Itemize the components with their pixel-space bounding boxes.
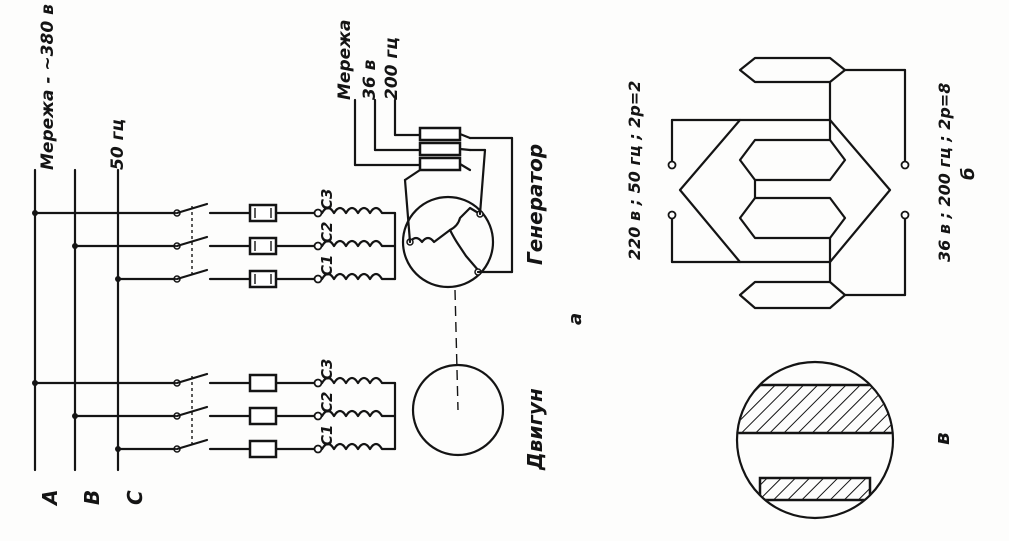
label-phase-a: A — [38, 489, 62, 505]
label-network-main: Мережа - ~380 в — [38, 4, 58, 170]
supply-bus — [33, 168, 120, 472]
shaft-line — [454, 289, 459, 411]
label-c2-top: C2 — [318, 221, 336, 243]
label-winding-left: 220 в ; 50 гц ; 2р=2 — [625, 80, 644, 260]
label-motor: Двигун — [523, 388, 547, 470]
rotor-section — [735, 360, 895, 520]
label-generator: Генератор — [523, 143, 547, 265]
label-phase-b: B — [80, 489, 104, 505]
label-small-network-freq: 200 гц — [382, 37, 402, 100]
label-phase-c: C — [123, 490, 147, 505]
label-c1-top: C1 — [318, 254, 336, 276]
label-small-network-voltage: 36 в — [360, 59, 380, 100]
switch-blade — [175, 235, 209, 248]
label-winding-right: 36 в ; 200 гц ; 2р=8 — [935, 82, 954, 262]
label-fig-b: б — [958, 167, 979, 180]
generator — [401, 136, 514, 289]
fuse-1 — [248, 203, 278, 223]
label-c1-bot: C1 — [318, 424, 336, 446]
label-c3-bot: C3 — [318, 358, 336, 380]
label-small-network-title: Мережа — [335, 19, 355, 100]
label-fig-a: а — [565, 312, 586, 325]
motor-circle — [411, 363, 505, 457]
winding-diagram — [667, 56, 910, 310]
fuse-3 — [248, 269, 278, 289]
small-network-terminals — [353, 98, 472, 172]
label-c3-top: C3 — [318, 188, 336, 210]
label-c2-bot: C2 — [318, 391, 336, 413]
generator-feed — [32, 202, 397, 289]
label-fig-v: в — [930, 432, 954, 445]
motor-feed — [32, 372, 397, 459]
label-network-freq: 50 гц — [108, 118, 128, 170]
fuse-2 — [248, 236, 278, 256]
